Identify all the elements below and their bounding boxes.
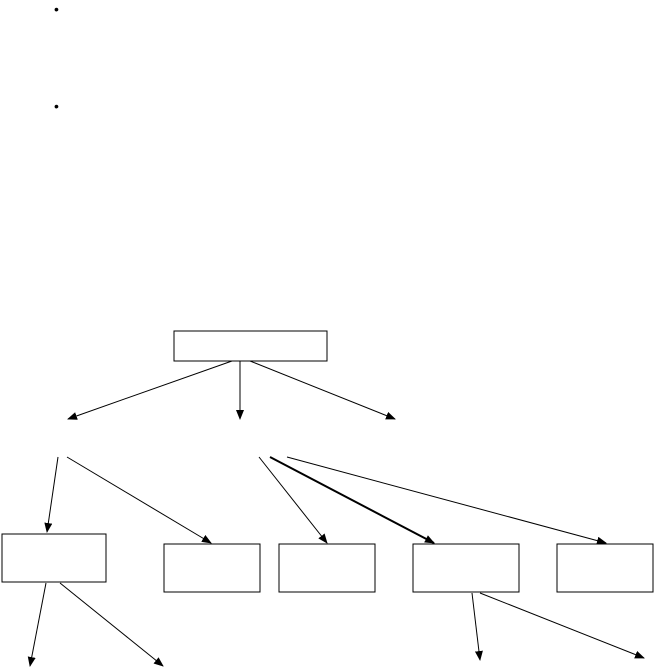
leaf-node-c <box>278 543 376 593</box>
leaf-node-b <box>163 543 261 593</box>
edge-root-right <box>249 360 396 420</box>
bullet-marker: • <box>54 98 59 114</box>
edge-leaf-d-down-right <box>479 592 645 659</box>
bullet-marker: • <box>54 1 59 17</box>
edge-right-to-leaf-c <box>258 456 328 544</box>
edge-leaf-d-down-left <box>471 592 483 661</box>
edge-leaf-a-down-right <box>59 582 164 667</box>
root-node <box>173 330 328 362</box>
edge-leaf-a-down-left <box>27 582 47 667</box>
edge-right-to-leaf-d <box>269 456 435 544</box>
leaf-node-a <box>1 533 107 583</box>
leaf-node-e <box>556 543 654 593</box>
edge-right-to-leaf-e <box>286 456 607 545</box>
edge-left-to-leaf-b <box>66 456 212 544</box>
edge-left-to-leaf-a <box>44 456 59 533</box>
leaf-node-d <box>412 543 520 593</box>
edge-root-left <box>67 360 233 420</box>
